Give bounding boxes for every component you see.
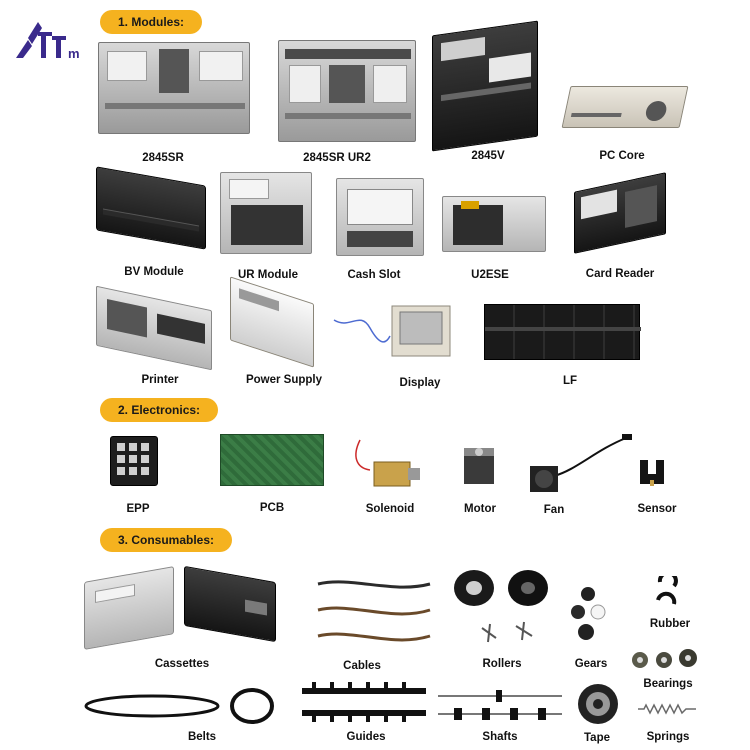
label-sensor: Sensor	[637, 503, 677, 515]
label-lf: LF	[562, 375, 578, 387]
svg-text:m: m	[68, 46, 80, 61]
label-printer: Printer	[141, 374, 179, 386]
image-card-reader	[574, 172, 666, 254]
label-epp: EPP	[126, 503, 150, 515]
label-2845v: 2845V	[471, 150, 505, 162]
image-rollers	[452, 566, 552, 648]
image-belts	[82, 686, 278, 726]
label-rubber: Rubber	[649, 618, 691, 630]
label-solenoid: Solenoid	[365, 503, 415, 515]
image-epp	[110, 436, 158, 486]
image-tape	[576, 680, 620, 728]
image-cables	[312, 572, 436, 652]
label-card-reader: Card Reader	[585, 268, 655, 280]
label-springs: Springs	[646, 731, 690, 743]
section-electronics-title: 2. Electronics:	[100, 398, 219, 422]
label-bearings: Bearings	[643, 678, 693, 690]
image-lf	[484, 304, 641, 360]
label-tape: Tape	[584, 732, 610, 744]
image-rubber	[652, 570, 688, 612]
label-guides: Guides	[346, 731, 386, 743]
image-display	[330, 300, 458, 362]
label-belts: Belts	[187, 731, 217, 743]
image-cassette-2	[184, 565, 276, 643]
label-ur-module: UR Module	[237, 269, 299, 281]
image-gears	[566, 586, 616, 646]
section-modules-title: 1. Modules:	[100, 10, 203, 34]
label-pc-core: PC Core	[599, 150, 645, 162]
image-fan	[526, 430, 636, 496]
label-display: Display	[399, 377, 441, 389]
label-pcb: PCB	[259, 502, 285, 514]
label-cassettes: Cassettes	[154, 658, 210, 670]
image-2845sr-ur2	[278, 40, 416, 142]
image-cash-slot	[336, 178, 424, 256]
label-2845sr-ur2: 2845SR UR2	[303, 152, 371, 164]
label-cash-slot: Cash Slot	[347, 269, 401, 281]
image-sensor	[636, 456, 668, 488]
image-2845v	[432, 20, 538, 152]
label-shafts: Shafts	[482, 731, 518, 743]
label-2845sr: 2845SR	[142, 152, 184, 164]
image-solenoid	[350, 436, 426, 494]
image-motor	[458, 444, 502, 490]
image-guides	[300, 678, 428, 726]
image-ur-module	[220, 172, 312, 254]
image-2845sr	[98, 42, 250, 134]
image-printer	[96, 285, 212, 371]
label-power-supply: Power Supply	[245, 374, 323, 386]
label-rollers: Rollers	[482, 658, 522, 670]
image-cassette-1	[84, 566, 174, 650]
image-bv-module	[96, 166, 206, 250]
label-cables: Cables	[343, 660, 381, 672]
image-pcb	[220, 434, 324, 486]
image-u2ese	[442, 196, 546, 252]
label-gears: Gears	[574, 658, 608, 670]
company-logo: m	[16, 22, 80, 61]
image-power-supply	[230, 276, 314, 368]
image-shafts	[436, 686, 564, 726]
image-springs	[636, 702, 698, 716]
label-fan: Fan	[543, 504, 565, 516]
label-u2ese: U2ESE	[471, 269, 509, 281]
label-motor: Motor	[464, 503, 496, 515]
image-bearings	[630, 646, 700, 672]
label-bv-module: BV Module	[124, 266, 184, 278]
image-pc-core	[561, 86, 689, 128]
section-consumables-title: 3. Consumables:	[100, 528, 233, 552]
